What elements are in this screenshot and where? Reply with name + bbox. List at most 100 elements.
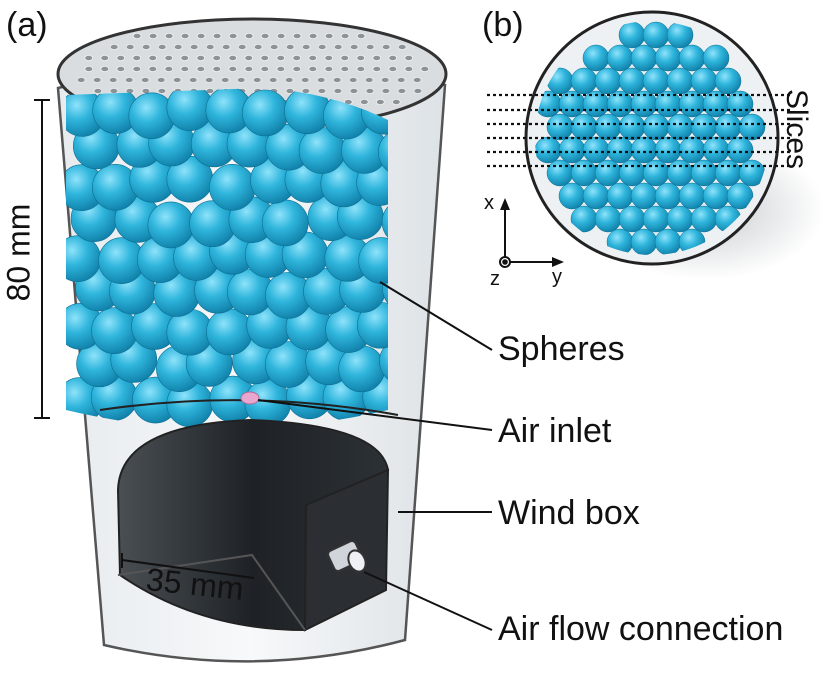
lid-hole (292, 33, 302, 40)
top-view-sphere (666, 159, 694, 187)
top-view-sphere (582, 182, 610, 210)
lid-hole (349, 44, 359, 51)
axis-z-label: z (490, 268, 500, 290)
lid-hole (356, 55, 366, 62)
lid-hole (220, 77, 230, 84)
spheres-label: Spheres (498, 330, 625, 368)
lid-hole (157, 44, 167, 51)
height-dimension (34, 99, 50, 419)
lid-hole (244, 66, 254, 73)
sphere (91, 307, 138, 355)
lid-hole (252, 77, 262, 84)
sphere (147, 201, 195, 249)
lid-hole (180, 33, 190, 40)
top-view-sphere (630, 182, 658, 210)
lid-hole (173, 44, 183, 51)
height-dimension-label: 80 mm (0, 203, 37, 302)
top-view-sphere (618, 159, 646, 187)
lid-hole (157, 88, 167, 95)
lid-hole (317, 44, 327, 51)
wind-box-label: Wind box (498, 494, 640, 532)
lid-hole (292, 66, 302, 73)
lid-hole (388, 66, 398, 73)
lid-hole (381, 44, 391, 51)
lid-hole (340, 66, 350, 73)
top-view-sphere (594, 205, 622, 233)
slices-label: Slices (780, 88, 814, 170)
top-view-sphere (654, 44, 682, 72)
lid-hole (125, 44, 135, 51)
lid-hole (132, 66, 142, 73)
top-view-sphere (726, 136, 754, 164)
air-inlet-label: Air inlet (498, 412, 612, 450)
sphere (338, 345, 386, 393)
air-inlet-marker (240, 391, 260, 405)
lid-hole (364, 77, 374, 84)
top-view-sphere (642, 113, 670, 141)
top-view-sphere (558, 182, 586, 210)
slice-lines (487, 93, 790, 168)
sphere (66, 235, 102, 282)
lid-hole (317, 88, 327, 95)
sphere-bed (66, 88, 388, 428)
lid-hole (148, 33, 158, 40)
top-view-sphere (630, 136, 658, 164)
lid-hole (413, 88, 423, 95)
lid-hole (108, 77, 118, 84)
lid-hole (116, 66, 126, 73)
lid-hole (372, 55, 382, 62)
lid-hole (221, 44, 231, 51)
lid-hole (212, 66, 222, 73)
top-view-sphere (618, 205, 646, 233)
top-view-sphere (702, 182, 730, 210)
lid-hole (260, 33, 270, 40)
lid-hole (388, 55, 398, 62)
lid-hole (308, 33, 318, 40)
panel-label-b: (b) (482, 6, 524, 44)
top-view-sphere (690, 205, 718, 233)
top-view-sphere (582, 44, 610, 72)
lid-hole (381, 88, 391, 95)
sphere (209, 164, 256, 211)
top-view-sphere (654, 228, 682, 255)
lid-hole (100, 66, 110, 73)
lid-hole (340, 33, 350, 40)
top-view-sphere (594, 159, 622, 187)
lid-hole (260, 66, 270, 73)
top-view-sphere (546, 159, 574, 187)
lid-hole (365, 88, 375, 95)
top-view-sphere (738, 113, 766, 141)
top-view-sphere (642, 21, 670, 49)
wind-box-floor-cut (117, 553, 306, 631)
top-view-sphere (642, 67, 670, 95)
lid-hole (164, 33, 174, 40)
panel-label-a: (a) (6, 6, 48, 44)
sphere (379, 338, 388, 385)
lid-hole (205, 44, 215, 51)
lid-hole (276, 66, 286, 73)
lid-hole (228, 33, 238, 40)
top-view-sphere (570, 67, 598, 95)
top-view-sphere (582, 136, 610, 164)
lid-hole (92, 77, 102, 84)
lid-hole (285, 44, 295, 51)
lid-hole (237, 44, 247, 51)
top-view-sphere (666, 67, 694, 95)
sphere (241, 89, 289, 137)
lid-hole (164, 66, 174, 73)
lid-hole (172, 77, 182, 84)
lid-hole (244, 55, 254, 62)
top-view-sphere (678, 182, 706, 210)
air-flow-label: Air flow connection (498, 610, 784, 648)
axis-y-label: y (552, 266, 562, 288)
lid-hole (276, 33, 286, 40)
sphere (206, 308, 253, 356)
top-view-sphere (690, 113, 718, 141)
lid-hole (212, 33, 222, 40)
lid-hole (300, 77, 310, 84)
lid-hole (420, 66, 430, 73)
lid-hole (356, 66, 366, 73)
lid-hole (132, 33, 142, 40)
top-view-sphere (606, 182, 634, 210)
